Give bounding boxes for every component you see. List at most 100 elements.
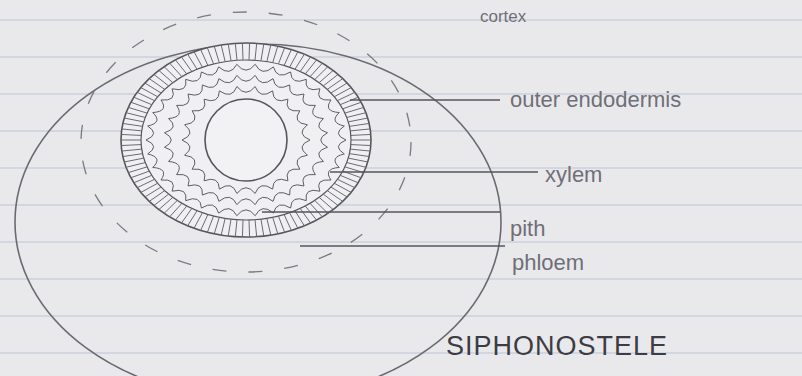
- xylem-scallop: [287, 99, 300, 111]
- phloem-stripe: [319, 197, 333, 209]
- cortex-label: cortex: [480, 8, 526, 25]
- xylem-scallop: [219, 209, 237, 216]
- phloem-stripe: [128, 167, 147, 173]
- xylem-label: xylem: [545, 164, 602, 186]
- xylem-scallop: [255, 64, 273, 71]
- phloem-stripe: [188, 54, 197, 69]
- phloem-stripe: [310, 63, 322, 76]
- phloem-stripe: [248, 43, 250, 60]
- phloem-stripe: [214, 217, 219, 233]
- phloem-stripe: [149, 79, 164, 90]
- phloem-stripe: [131, 171, 149, 178]
- xylem-scallop: [313, 105, 324, 118]
- xylem-scallop: [146, 140, 154, 154]
- xylem-scallop: [335, 154, 344, 167]
- xylem-scallop: [192, 99, 205, 111]
- xylem-scallop: [219, 64, 237, 71]
- xylem-scallop: [290, 185, 304, 195]
- xylem-scallop: [319, 180, 331, 191]
- phloem-stripe: [126, 113, 145, 118]
- phloem-stripe: [149, 191, 164, 202]
- phloem-stripe: [159, 70, 173, 82]
- xylem-scallop: [185, 155, 195, 169]
- phloem-stripe: [323, 74, 338, 85]
- phloem-stripe: [340, 97, 358, 105]
- leader-line: [350, 99, 500, 100]
- ruled-line: [0, 353, 802, 354]
- phloem-stripe: [350, 149, 370, 151]
- xylem-scallop: [328, 100, 339, 113]
- phloem-stripe: [121, 140, 141, 141]
- phloem-stripe: [261, 219, 264, 236]
- xylem-scallop: [306, 79, 320, 89]
- phloem-stripe: [290, 213, 298, 228]
- xylem-scallop: [319, 119, 328, 133]
- xylem-scallop: [169, 161, 180, 174]
- xylem-scallop: [297, 111, 307, 125]
- phloem-stripe: [131, 102, 149, 109]
- xylem-scallop: [219, 197, 237, 204]
- phloem-stripe: [194, 213, 202, 228]
- phloem-stripe: [284, 50, 291, 66]
- leader-line: [330, 171, 538, 172]
- xylem-scallop: [188, 185, 202, 195]
- phloem-stripe: [207, 48, 213, 64]
- phloem-stripe: [123, 154, 143, 157]
- xylem-scallop: [302, 140, 310, 155]
- xylem-scallop: [148, 154, 157, 167]
- xylem-scallop: [335, 113, 344, 126]
- phloem-stripe: [126, 163, 145, 168]
- xylem-scallop: [182, 140, 190, 155]
- xylem-scallop: [148, 113, 157, 126]
- xylem-scallop: [302, 125, 310, 140]
- ruled-line: [0, 168, 802, 169]
- xylem-scallop: [306, 190, 320, 200]
- phloem-stripe: [284, 215, 291, 231]
- stele-rings: [121, 43, 371, 237]
- phloem-stripe: [228, 219, 231, 236]
- phloem-stripe: [124, 118, 143, 122]
- phloem-stripe: [122, 149, 142, 151]
- xylem-scallop: [219, 87, 236, 95]
- phloem-stripe: [194, 52, 202, 67]
- phloem-stripe: [290, 52, 298, 67]
- xylem-scallop: [303, 94, 316, 106]
- phloem-outer-ring: [121, 43, 371, 237]
- xylem-scallop: [255, 87, 272, 95]
- xylem-scallop: [237, 210, 255, 216]
- phloem-stripe: [343, 102, 361, 109]
- phloem-stripe: [350, 129, 370, 131]
- xylem-scallop: [169, 105, 180, 118]
- phloem-stripe: [267, 218, 271, 235]
- phloem-stripe: [261, 44, 264, 61]
- phloem-stripe: [121, 144, 141, 146]
- xylem-scallop: [255, 75, 273, 82]
- xylem-scallop: [273, 192, 290, 201]
- xylem-scallop: [204, 179, 219, 189]
- phloem-stripe: [221, 45, 225, 62]
- leader-line: [300, 245, 505, 246]
- xylem-scallop: [202, 192, 219, 201]
- phloem-stripe: [248, 220, 250, 237]
- phloem-stripe: [347, 113, 366, 118]
- phloem-stripe: [164, 200, 177, 213]
- xylem-scallop: [186, 199, 202, 208]
- ruled-line: [0, 131, 802, 132]
- phloem-stripe: [273, 217, 278, 233]
- xylem-scallop: [273, 179, 288, 189]
- ruled-line: [0, 94, 802, 95]
- phloem-stripe: [154, 194, 169, 205]
- phloem-stripe: [348, 158, 367, 162]
- xylem-scallop: [319, 89, 331, 100]
- phloem-stripe: [345, 107, 364, 113]
- leader-line: [262, 211, 500, 212]
- phloem-stripe: [255, 220, 257, 237]
- phloem-stripe: [347, 163, 366, 168]
- phloem-stripe: [123, 123, 143, 126]
- xylem-scallop: [161, 180, 173, 191]
- xylem-scallop: [287, 169, 300, 181]
- xylem-scallop: [177, 94, 190, 106]
- xylem-scallop: [177, 174, 190, 186]
- phloem-stripe: [145, 83, 161, 93]
